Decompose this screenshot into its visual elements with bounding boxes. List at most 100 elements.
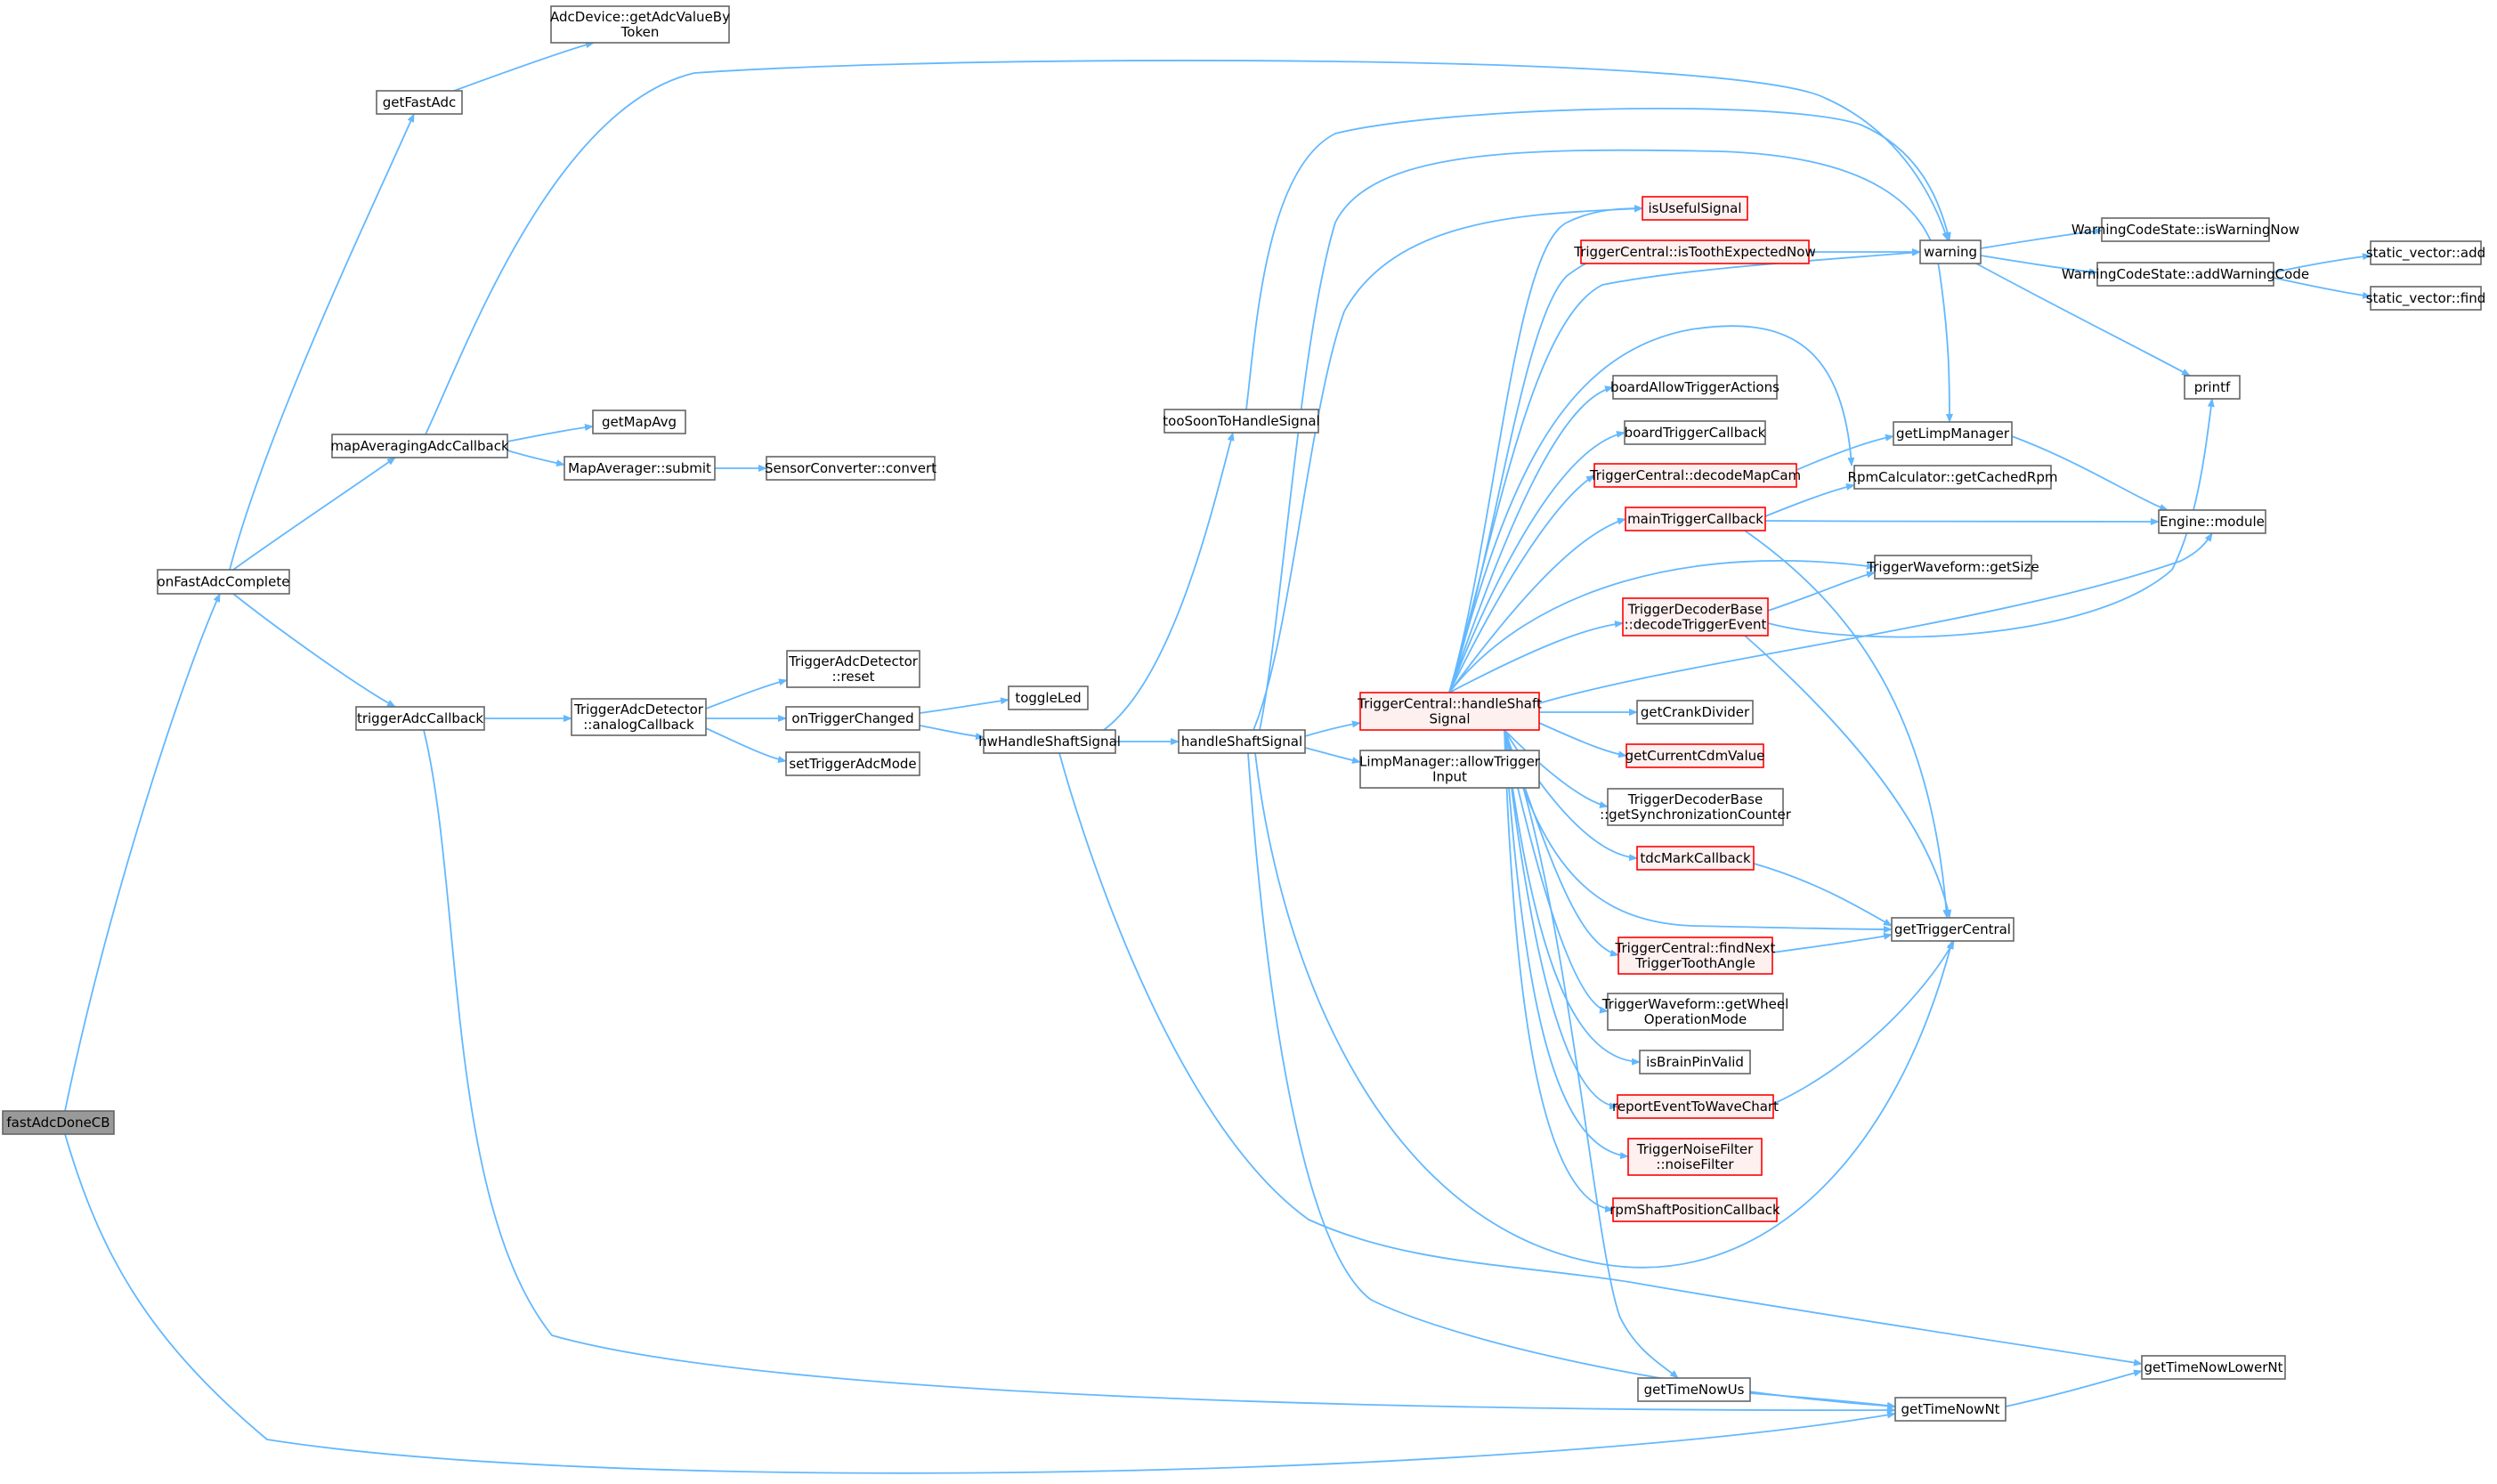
node-mainTriggerCallback[interactable]: mainTriggerCallback (1625, 507, 1766, 531)
edge-findNextTriggerToothAngle-to-getTriggerCentral (1771, 932, 1893, 953)
edge-tcHandleShaftSignal-to-getSynchronizationCounter (1504, 729, 1609, 808)
node-label: mapAveragingAdcCallback (330, 438, 509, 454)
node-getCachedRpm[interactable]: RpmCalculator::getCachedRpm (1848, 465, 2058, 490)
node-reportEventToWaveChart[interactable]: reportEventToWaveChart (1612, 1094, 1779, 1119)
node-mapAveragingAdcCallback[interactable]: mapAveragingAdcCallback (330, 434, 509, 458)
node-label: static_vector::add (2366, 245, 2485, 262)
node-getCurrentCdmValue[interactable]: getCurrentCdmValue (1625, 743, 1765, 768)
node-label: handleShaftSignal (1181, 734, 1302, 750)
node-label: isBrainPinValid (1646, 1054, 1744, 1070)
node-label: toggleLed (1015, 690, 1081, 706)
node-label: OperationMode (1644, 1011, 1747, 1027)
edge-tcHandleShaftSignal-to-decodeMapCam (1448, 474, 1595, 693)
node-boardTriggerCallback[interactable]: boardTriggerCallback (1624, 420, 1766, 445)
node-label: mainTriggerCallback (1627, 511, 1763, 527)
edge-tcHandleShaftSignal-to-mainTriggerCallback (1448, 517, 1626, 693)
node-box (2184, 375, 2241, 400)
edge-mapAveragingAdcCallback-to-getMapAvg (507, 424, 594, 442)
node-isWarningNow[interactable]: WarningCodeState::isWarningNow (2071, 217, 2299, 242)
node-label: TriggerCentral::isToothExpectedNow (1573, 244, 1815, 260)
node-getTriggerCentral[interactable]: getTriggerCentral (1891, 917, 2015, 942)
node-engineModule[interactable]: Engine::module (2158, 509, 2266, 534)
node-addWarningCode[interactable]: WarningCodeState::addWarningCode (2062, 262, 2309, 287)
node-sensorConvert[interactable]: SensorConverter::convert (765, 456, 936, 481)
node-label: MapAverager::submit (568, 460, 711, 476)
node-printf[interactable]: printf (2184, 375, 2241, 400)
node-getCrankDivider[interactable]: getCrankDivider (1636, 700, 1754, 725)
edge-warning-to-isWarningNow (1980, 227, 2103, 249)
node-label: TriggerDecoderBase (1627, 602, 1763, 618)
node-label: TriggerCentral::handleShaft (1357, 696, 1542, 712)
node-label: ::getSynchronizationCounter (1600, 807, 1792, 823)
node-tooSoonToHandleSignal[interactable]: tooSoonToHandleSignal (1163, 409, 1320, 434)
node-box (1637, 1377, 1751, 1402)
node-label: RpmCalculator::getCachedRpm (1848, 469, 2058, 485)
node-label: getCurrentCdmValue (1625, 748, 1765, 764)
node-getLimpManager[interactable]: getLimpManager (1893, 421, 2013, 446)
node-isBrainPinValid[interactable]: isBrainPinValid (1639, 1050, 1751, 1074)
node-boardAllowTriggerActions[interactable]: boardAllowTriggerActions (1610, 375, 1780, 400)
node-label: SensorConverter::convert (765, 460, 936, 476)
node-label: static_vector::find (2366, 290, 2486, 307)
node-fastAdcDoneCB[interactable]: fastAdcDoneCB (2, 1110, 115, 1135)
node-tcHandleShaftSignal[interactable]: TriggerCentral::handleShaftSignal (1357, 692, 1542, 731)
node-noiseFilter[interactable]: TriggerNoiseFilter::noiseFilter (1627, 1138, 1763, 1176)
node-analogCallback[interactable]: TriggerAdcDetector::analogCallback (571, 698, 707, 736)
node-box (1625, 507, 1766, 531)
edge-mapAveragingAdcCallback-to-warning (425, 60, 1950, 435)
edge-tcHandleShaftSignal-to-getCurrentCdmValue (1538, 722, 1627, 758)
node-label: getTimeNowLowerNt (2144, 1359, 2282, 1375)
node-label: Engine::module (2160, 514, 2265, 530)
node-isToothExpectedNow[interactable]: TriggerCentral::isToothExpectedNow (1573, 239, 1816, 264)
edge-tdcMarkCallback-to-getTriggerCentral (1753, 863, 1893, 927)
node-box (1636, 846, 1755, 871)
edge-onTriggerChanged-to-toggleLed (919, 697, 1009, 714)
node-triggerAdcCallback[interactable]: triggerAdcCallback (355, 706, 485, 731)
node-getFastAdc[interactable]: getFastAdc (376, 90, 463, 115)
node-staticVectorFind[interactable]: static_vector::find (2366, 286, 2486, 311)
node-getSynchronizationCounter[interactable]: TriggerDecoderBase::getSynchronizationCo… (1600, 788, 1792, 826)
node-tdcMarkCallback[interactable]: tdcMarkCallback (1636, 846, 1755, 871)
node-setTriggerAdcMode[interactable]: setTriggerAdcMode (785, 751, 920, 776)
node-onTriggerChanged[interactable]: onTriggerChanged (785, 706, 920, 731)
edge-addWarningCode-to-staticVectorAdd (2273, 253, 2371, 273)
node-mapAveragerSubmit[interactable]: MapAverager::submit (563, 456, 716, 481)
edge-mapAveragingAdcCallback-to-mapAveragerSubmit (507, 450, 565, 467)
node-warning[interactable]: warning (1919, 239, 1982, 264)
node-handleShaftSignal[interactable]: handleShaftSignal (1178, 729, 1306, 754)
node-getTimeNowNt[interactable]: getTimeNowNt (1894, 1397, 2007, 1422)
node-toggleLed[interactable]: toggleLed (1008, 685, 1089, 710)
node-hwHandleShaftSignal[interactable]: hwHandleShaftSignal (978, 729, 1121, 754)
edge-handleShaftSignal-to-getTriggerCentral (1254, 752, 1954, 1269)
node-staticVectorAdd[interactable]: static_vector::add (2366, 240, 2485, 265)
node-decodeMapCam[interactable]: TriggerCentral::decodeMapCam (1589, 463, 1801, 488)
edge-mainTriggerCallback-to-getTriggerCentral (1744, 530, 1950, 919)
edge-decodeTriggerEvent-to-getTriggerCentral (1744, 635, 1952, 919)
node-getTimeNowUs[interactable]: getTimeNowUs (1637, 1377, 1751, 1402)
node-getMapAvg[interactable]: getMapAvg (592, 410, 686, 434)
node-rpmShaftPositionCallback[interactable]: rpmShaftPositionCallback (1609, 1197, 1780, 1222)
node-box (571, 698, 707, 736)
node-box (1642, 196, 1748, 221)
node-getTimeNowLowerNt[interactable]: getTimeNowLowerNt (2141, 1355, 2286, 1380)
node-waveformGetSize[interactable]: TriggerWaveform::getSize (1866, 555, 2039, 580)
node-box (1617, 937, 1773, 975)
node-box (1163, 409, 1319, 434)
node-label: warning (1924, 244, 1977, 260)
edge-fastAdcDoneCB-to-getTimeNowNt (64, 1133, 1896, 1474)
edge-triggerAdcCallback-to-getTimeNowNt (423, 729, 1896, 1415)
node-label: getFastAdc (383, 94, 457, 110)
node-box (1853, 465, 2052, 490)
node-decodeTriggerEvent[interactable]: TriggerDecoderBase::decodeTriggerEvent (1622, 597, 1769, 637)
edge-decodeMapCam-to-getLimpManager (1796, 434, 1894, 471)
node-isUsefulSignal[interactable]: isUsefulSignal (1642, 196, 1748, 221)
node-box (2141, 1355, 2286, 1380)
node-findNextTriggerToothAngle[interactable]: TriggerCentral::findNextTriggerToothAngl… (1615, 937, 1776, 975)
edge-tcHandleShaftSignal-to-getWheelOperationMode (1504, 729, 1609, 1014)
node-onFastAdcComplete[interactable]: onFastAdcComplete (157, 569, 290, 595)
node-adcReset[interactable]: TriggerAdcDetector::reset (786, 650, 920, 688)
node-box (355, 706, 485, 731)
